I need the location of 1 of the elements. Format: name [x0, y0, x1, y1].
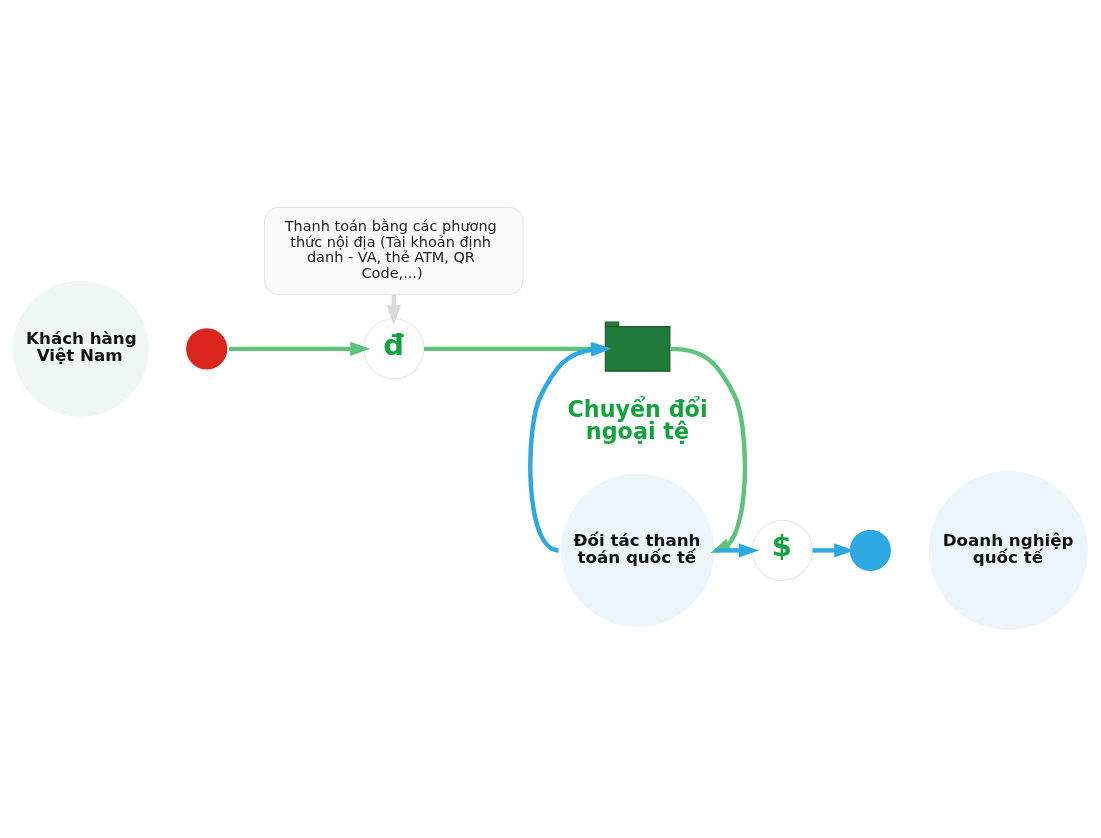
label: Chuyển đổi ngoại tệ — [567, 395, 708, 445]
